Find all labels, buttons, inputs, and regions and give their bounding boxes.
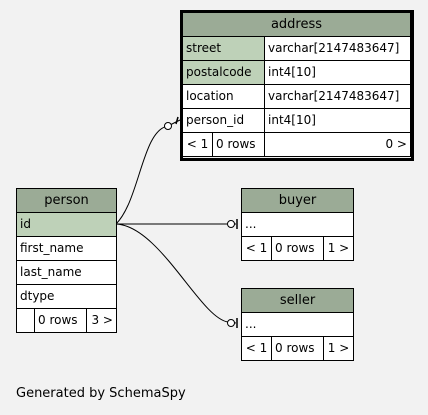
row-count: 0 rows: [271, 336, 324, 361]
column-name[interactable]: street: [182, 36, 265, 61]
table-row[interactable]: person_id int4[10]: [182, 108, 411, 133]
column-type: int4[10]: [264, 108, 411, 133]
table-row[interactable]: street varchar[2147483647]: [182, 36, 411, 61]
child-count[interactable]: 3 >: [86, 308, 117, 333]
table-row[interactable]: ...: [240, 312, 355, 337]
edge-person-seller-circle: [227, 319, 235, 327]
generated-by-label: Generated by SchemaSpy: [16, 386, 186, 401]
table-footer: < 1 0 rows 1 >: [241, 336, 355, 361]
table-address[interactable]: address street varchar[2147483647] posta…: [182, 12, 411, 157]
edge-person-address-bar: [175, 116, 179, 125]
table-buyer[interactable]: buyer ... < 1 0 rows 1 >: [241, 188, 354, 261]
table-row[interactable]: postalcode int4[10]: [182, 60, 411, 85]
edge-person-seller: [115, 223, 237, 324]
child-count[interactable]: 1 >: [323, 236, 354, 261]
column-name[interactable]: ...: [240, 312, 355, 337]
child-count[interactable]: 1 >: [322, 336, 355, 361]
parent-count[interactable]: [16, 308, 35, 333]
table-address-title[interactable]: address: [182, 12, 411, 37]
table-buyer-title[interactable]: buyer: [241, 188, 354, 213]
row-count: 0 rows: [271, 236, 324, 261]
column-name[interactable]: postalcode: [182, 60, 265, 85]
table-person-title[interactable]: person: [16, 188, 117, 213]
edge-person-buyer-circle: [227, 220, 235, 228]
column-name[interactable]: dtype: [16, 284, 117, 309]
edge-person-address-circle: [164, 122, 172, 130]
table-footer: < 1 0 rows 0 >: [182, 132, 411, 157]
column-type: varchar[2147483647]: [264, 84, 411, 109]
row-count: 0 rows: [34, 308, 87, 333]
row-count: 0 rows: [212, 132, 265, 157]
column-name[interactable]: first_name: [16, 236, 117, 261]
table-seller-title[interactable]: seller: [240, 288, 355, 313]
table-footer: < 1 0 rows 1 >: [241, 236, 354, 261]
parent-count[interactable]: < 1: [182, 132, 213, 157]
column-type: int4[10]: [264, 60, 411, 85]
table-row[interactable]: dtype: [16, 284, 117, 309]
table-person[interactable]: person id first_name last_name dtype 0 r…: [16, 188, 117, 333]
table-row[interactable]: location varchar[2147483647]: [182, 84, 411, 109]
parent-count[interactable]: < 1: [241, 336, 272, 361]
table-row[interactable]: first_name: [16, 236, 117, 261]
parent-count[interactable]: < 1: [241, 236, 272, 261]
table-row[interactable]: id: [16, 212, 117, 237]
table-seller[interactable]: seller ... < 1 0 rows 1 >: [240, 288, 355, 361]
column-name[interactable]: id: [16, 212, 117, 237]
column-type: varchar[2147483647]: [264, 36, 411, 61]
column-name[interactable]: last_name: [16, 260, 117, 285]
edge-person-address: [115, 119, 181, 225]
table-row[interactable]: ...: [241, 212, 354, 237]
column-name[interactable]: person_id: [182, 108, 265, 133]
table-footer: 0 rows 3 >: [16, 308, 117, 333]
column-name[interactable]: location: [182, 84, 265, 109]
table-row[interactable]: last_name: [16, 260, 117, 285]
child-count[interactable]: 0 >: [264, 132, 411, 157]
column-name[interactable]: ...: [241, 212, 354, 237]
